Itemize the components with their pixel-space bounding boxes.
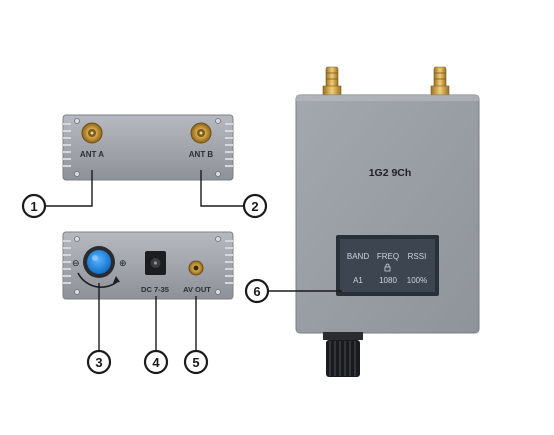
- callout-1: 1: [21, 193, 47, 219]
- callout-6-number: 6: [253, 284, 260, 299]
- knob-minus-icon: ⊖: [72, 258, 80, 268]
- front-panel-fins-right: [225, 123, 233, 167]
- av-out-label: AV OUT: [183, 285, 211, 294]
- dc-label: DC 7-35: [141, 285, 169, 294]
- ant-b-connector: [190, 122, 212, 144]
- callout-badges: 1 2 3 4 5 6: [21, 193, 270, 375]
- knob-rotation-arc-icon: [77, 272, 119, 288]
- callout-line-1: [45, 170, 93, 207]
- callout-5-number: 5: [192, 355, 199, 370]
- front-panel: ANT A ANT B: [62, 114, 234, 181]
- callout-3-number: 3: [95, 355, 102, 370]
- av-out-jack: [188, 260, 204, 276]
- callout-4: 4: [143, 349, 169, 375]
- callout-2: 2: [242, 193, 268, 219]
- status-display: BAND FREQ RSSI A1 1080 100%: [336, 235, 439, 296]
- ant-b-label: ANT B: [189, 150, 214, 159]
- bottom-knob[interactable]: [323, 332, 363, 377]
- callout-line-2: [200, 170, 243, 207]
- display-header-band: BAND: [347, 252, 369, 261]
- callout-lines: [45, 170, 342, 352]
- back-panel-fins-right: [225, 240, 233, 284]
- ant-a-label: ANT A: [80, 150, 104, 159]
- antenna-connector-left: [322, 66, 342, 98]
- back-panel-screws: [74, 236, 221, 295]
- display-header-rssi: RSSI: [408, 252, 427, 261]
- callout-2-number: 2: [251, 199, 258, 214]
- front-panel-fins-left: [63, 123, 71, 167]
- display-value-band: A1: [353, 276, 363, 285]
- model-label: 1G2 9Ch: [369, 167, 412, 179]
- callout-4-number: 4: [152, 355, 160, 370]
- ant-a-connector: [81, 122, 103, 144]
- callout-6: 6: [244, 278, 270, 304]
- callout-5: 5: [183, 349, 209, 375]
- antenna-connector-right: [430, 66, 450, 98]
- dc-power-jack: [145, 251, 166, 275]
- back-panel-fins-left: [63, 240, 71, 284]
- channel-knob[interactable]: ⊖ ⊕: [72, 246, 127, 288]
- front-panel-screws: [74, 118, 221, 177]
- knob-plus-icon: ⊕: [119, 258, 127, 268]
- display-value-rssi: 100%: [407, 276, 427, 285]
- back-panel: ⊖ ⊕ DC 7-35 AV OUT: [62, 231, 234, 300]
- callout-3: 3: [86, 349, 112, 375]
- main-unit: 1G2 9Ch BAND FREQ RSSI A1 1080 100%: [295, 66, 480, 377]
- display-value-freq: 1080: [379, 276, 397, 285]
- display-header-freq: FREQ: [377, 252, 399, 261]
- lock-icon: [384, 263, 391, 272]
- callout-1-number: 1: [30, 199, 37, 214]
